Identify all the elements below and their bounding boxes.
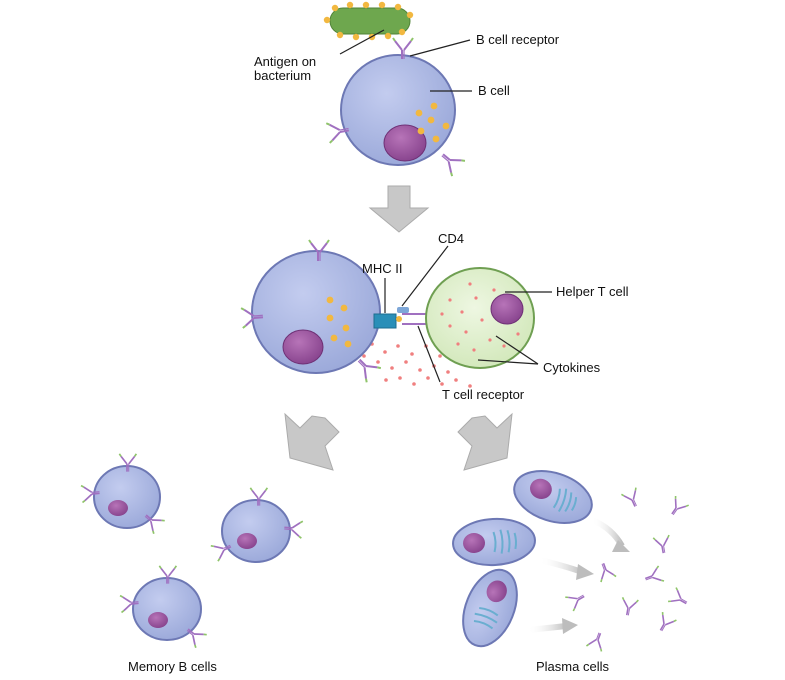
- b-cell-nucleus: [383, 124, 427, 162]
- cd4-icon: [397, 307, 409, 313]
- memory-b-cells-label: Memory B cells: [128, 659, 217, 674]
- helper-t-cell-label: Helper T cell: [556, 284, 629, 299]
- antibody-icon: [435, 146, 466, 178]
- down-left-arrow-icon: [284, 412, 340, 471]
- mhc-ii-label: MHC II: [362, 261, 402, 276]
- memory-b-cells-group: Memory B cells: [80, 452, 304, 674]
- b-cell-receptor-label: B cell receptor: [476, 32, 560, 47]
- antigen-label-line1: Antigen on: [254, 54, 316, 69]
- secretion-arrow-icon: [527, 618, 578, 634]
- plasma-cell: [452, 517, 536, 567]
- plasma-cell: [513, 470, 593, 524]
- memory-b-cell: [80, 452, 166, 535]
- plasma-cells-label: Plasma cells: [536, 659, 609, 674]
- memory-b-cell: [119, 564, 208, 649]
- t-cell-receptor-icon: [402, 313, 428, 325]
- secretion-arrow-icon: [539, 557, 594, 580]
- top-b-cell-group: Antigen on bacterium B cell receptor B c…: [254, 1, 560, 178]
- down-arrow-icon: [368, 185, 430, 233]
- down-right-arrow-icon: [457, 412, 513, 471]
- bacterium-icon: [323, 1, 414, 41]
- cytokines-dots: [362, 342, 472, 388]
- cytokines-label: Cytokines: [543, 360, 601, 375]
- plasma-cells-group: Plasma cells: [452, 470, 692, 674]
- presenting-b-cell-nucleus: [282, 329, 324, 365]
- mhc-ii-icon: [373, 313, 397, 329]
- memory-b-cell: [209, 486, 304, 563]
- b-cell-internal-antigen: [415, 102, 450, 143]
- helper-t-cell-nucleus: [490, 293, 524, 325]
- antigen-label-line2: bacterium: [254, 68, 311, 83]
- cd4-label: CD4: [438, 231, 464, 246]
- b-cell-label: B cell: [478, 83, 510, 98]
- plasma-cell: [462, 568, 518, 648]
- b-cell-body: [340, 54, 456, 166]
- t-cell-receptor-label: T cell receptor: [442, 387, 525, 402]
- middle-interaction-group: CD4 MHC II Helper T cell Cytokines T cel…: [240, 231, 629, 402]
- secretion-arrow-icon: [590, 517, 630, 552]
